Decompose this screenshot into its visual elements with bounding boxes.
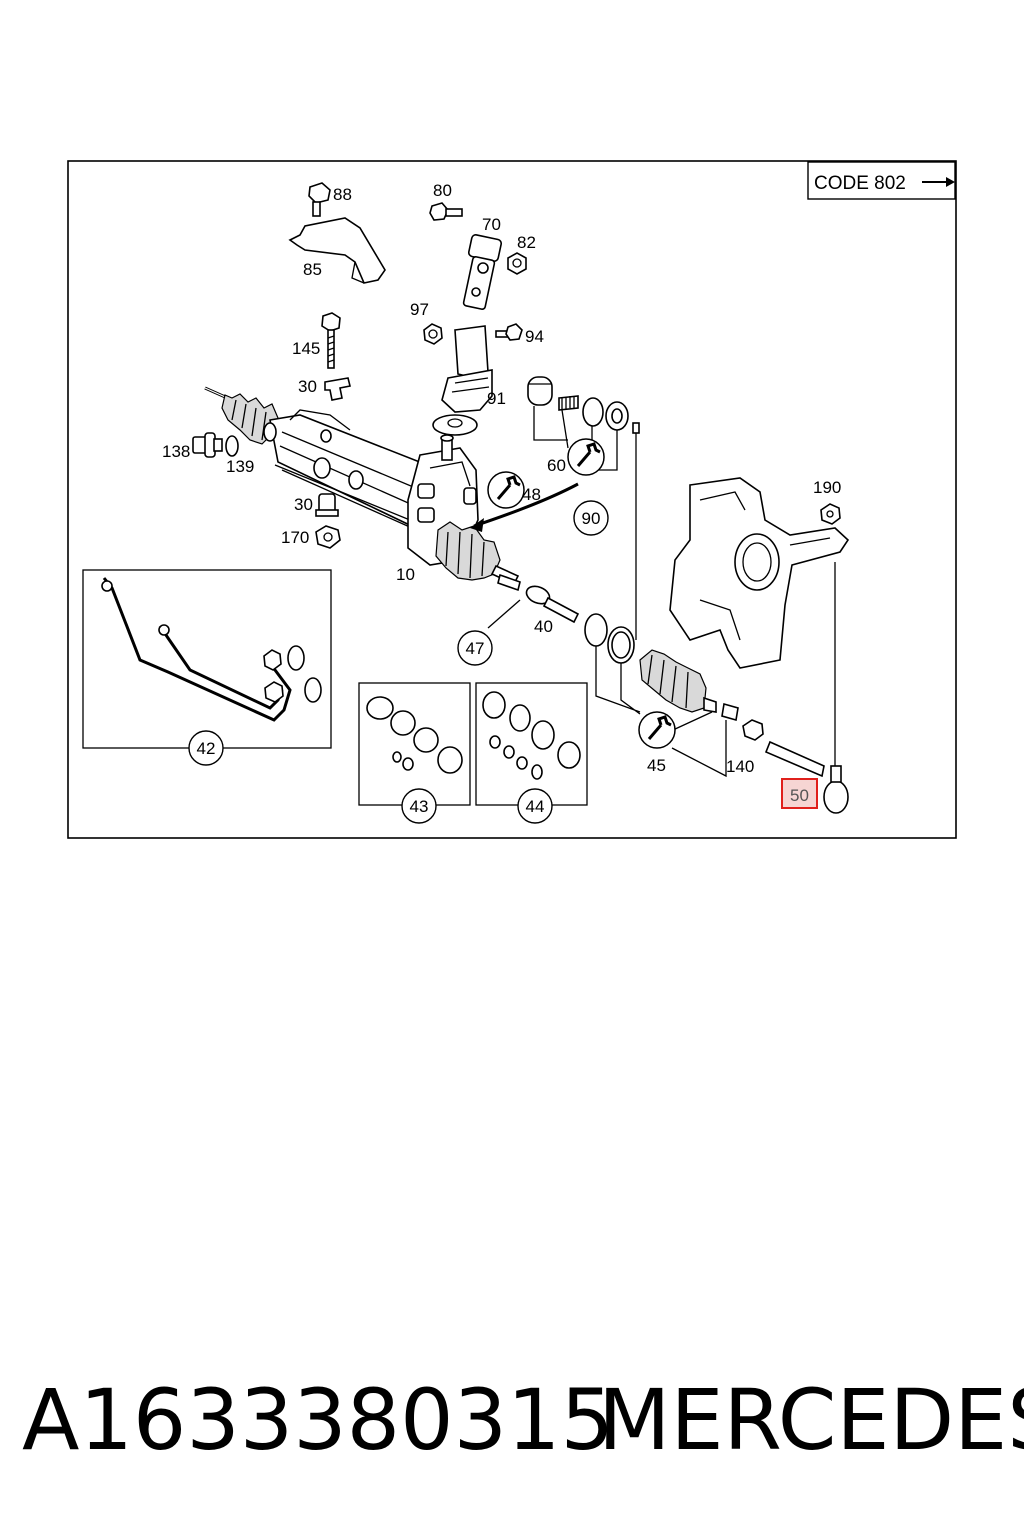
callout-47: 47 bbox=[457, 630, 493, 666]
label-139: 139 bbox=[226, 457, 254, 476]
nut-97-part bbox=[423, 323, 443, 345]
label-80: 80 bbox=[433, 181, 452, 200]
leader-lines-45 bbox=[595, 646, 727, 778]
service-kit-60-parts bbox=[527, 376, 640, 434]
line-assembly-42-part bbox=[101, 577, 322, 722]
label-145: 145 bbox=[292, 339, 320, 358]
label-30-top: 30 bbox=[298, 377, 317, 396]
svg-text:42: 42 bbox=[197, 739, 216, 758]
diagram-frame bbox=[67, 160, 957, 839]
svg-text:47: 47 bbox=[466, 639, 485, 658]
label-50: 50 bbox=[790, 786, 809, 805]
label-48: 48 bbox=[522, 485, 541, 504]
bolt-88-part bbox=[308, 182, 331, 217]
label-45: 45 bbox=[647, 756, 666, 775]
code-label: CODE 802 bbox=[814, 173, 906, 194]
label-88: 88 bbox=[333, 185, 352, 204]
brand-name: MERCEDES bbox=[598, 1371, 1024, 1469]
label-40: 40 bbox=[534, 617, 553, 636]
wrench-icon-45 bbox=[638, 711, 676, 749]
label-138: 138 bbox=[162, 442, 190, 461]
label-170: 170 bbox=[281, 528, 309, 547]
svg-text:43: 43 bbox=[410, 797, 429, 816]
nut-170-part bbox=[315, 525, 341, 549]
bolt-80-part bbox=[429, 202, 463, 221]
seal-kit-43-parts bbox=[366, 696, 463, 774]
label-97: 97 bbox=[410, 300, 429, 319]
steering-knuckle-part bbox=[669, 477, 850, 669]
highlight-50: 50 bbox=[781, 778, 818, 809]
wrench-icon-60 bbox=[567, 438, 605, 476]
code-box: CODE 802 bbox=[807, 161, 956, 200]
part-number: A1633380315 bbox=[22, 1371, 614, 1469]
leader-lines-60 bbox=[533, 406, 637, 640]
seal-139-part bbox=[225, 435, 239, 457]
wrench-icon-48 bbox=[487, 471, 525, 509]
callout-43: 43 bbox=[401, 788, 437, 824]
svg-text:90: 90 bbox=[582, 509, 601, 528]
universal-joint-70-part bbox=[462, 234, 503, 310]
cover-85-part bbox=[288, 217, 386, 284]
label-94: 94 bbox=[525, 327, 544, 346]
svg-text:44: 44 bbox=[526, 797, 545, 816]
label-82: 82 bbox=[517, 233, 536, 252]
label-140: 140 bbox=[726, 757, 754, 776]
assembly-arrow bbox=[473, 482, 579, 528]
clip-30-top-part bbox=[324, 377, 351, 401]
plug-138-part bbox=[192, 432, 223, 458]
nut-190-part bbox=[820, 503, 841, 525]
plate-90-part bbox=[432, 414, 478, 436]
label-30-lower: 30 bbox=[294, 495, 313, 514]
label-91: 91 bbox=[487, 389, 506, 408]
label-70: 70 bbox=[482, 215, 501, 234]
bolt-94-part bbox=[495, 323, 523, 341]
tie-rod-40-part bbox=[497, 573, 580, 624]
tie-rod-end-50-part bbox=[764, 740, 849, 814]
steering-rack-10-part bbox=[204, 386, 520, 586]
nut-82-part bbox=[507, 252, 527, 275]
callout-90: 90 bbox=[573, 500, 609, 536]
clip-30-lower-part bbox=[315, 493, 339, 517]
label-190: 190 bbox=[813, 478, 841, 497]
callout-42: 42 bbox=[188, 730, 224, 766]
collar-91-part bbox=[441, 325, 493, 413]
seal-kit-44-parts bbox=[482, 691, 581, 780]
label-60: 60 bbox=[547, 456, 566, 475]
bolt-145-part bbox=[321, 312, 341, 369]
label-10: 10 bbox=[396, 565, 415, 584]
label-85: 85 bbox=[303, 260, 322, 279]
boot-kit-45-parts bbox=[584, 613, 764, 741]
callout-44: 44 bbox=[517, 788, 553, 824]
